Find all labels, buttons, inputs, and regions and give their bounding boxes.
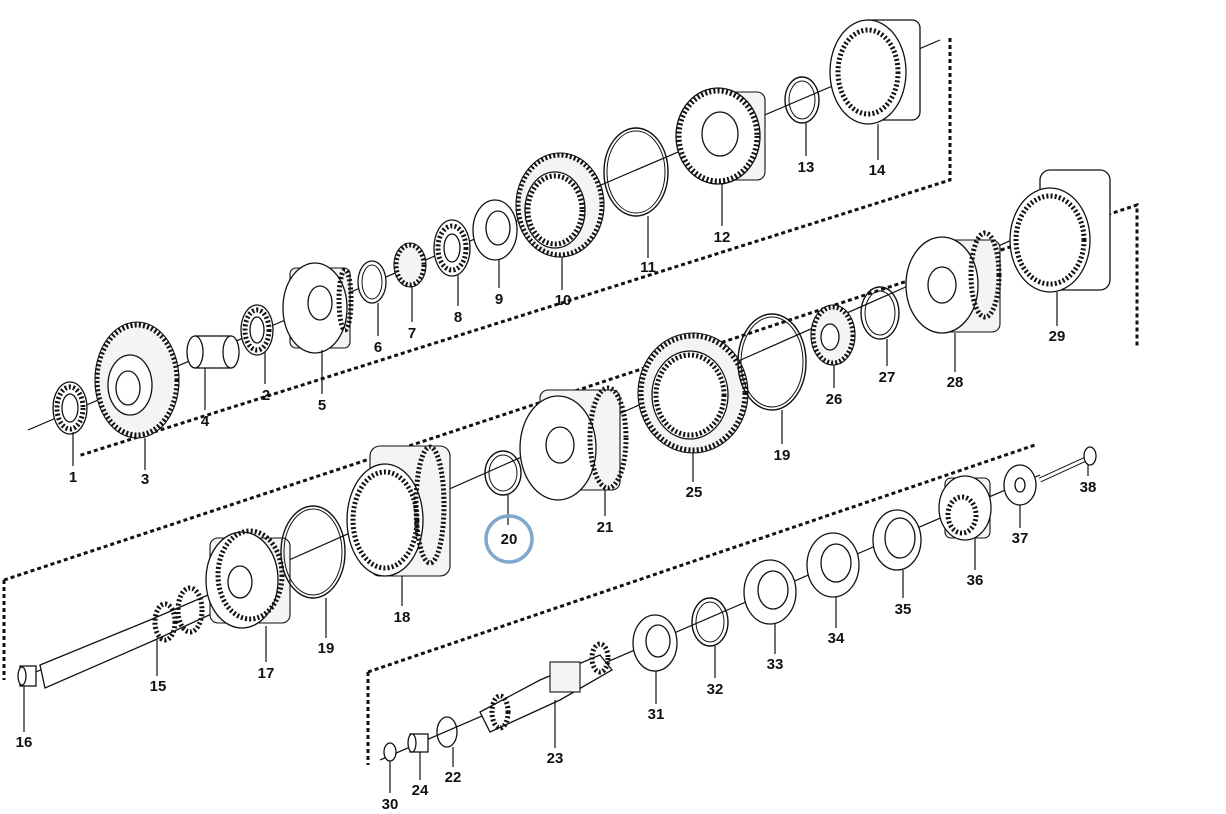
part-28-carrier bbox=[905, 230, 1002, 334]
label-6: 6 bbox=[374, 339, 382, 356]
part-22-snap-ring bbox=[436, 716, 458, 748]
part-17-carrier bbox=[205, 528, 291, 629]
label-7: 7 bbox=[408, 325, 416, 342]
label-36: 36 bbox=[967, 572, 984, 589]
part-36-flange bbox=[938, 475, 992, 541]
label-21: 21 bbox=[597, 519, 614, 536]
highlight-ring bbox=[484, 514, 534, 564]
label-5: 5 bbox=[318, 397, 326, 414]
part-7-gear bbox=[393, 242, 427, 288]
part-6-snap-ring bbox=[357, 260, 387, 304]
label-23: 23 bbox=[547, 750, 564, 767]
part-labels: 1 2 3 4 5 6 7 8 9 10 11 12 13 14 15 16 1… bbox=[16, 159, 1097, 813]
part-1-thrust-washer bbox=[52, 381, 88, 435]
label-1: 1 bbox=[69, 469, 77, 486]
label-25: 25 bbox=[686, 484, 703, 501]
part-33-bearing bbox=[743, 559, 797, 625]
label-34: 34 bbox=[828, 630, 845, 647]
label-19-left: 19 bbox=[318, 640, 335, 657]
part-4-sleeve bbox=[186, 335, 240, 369]
part-26-gear bbox=[810, 304, 856, 366]
part-21-carrier bbox=[519, 385, 629, 501]
label-2: 2 bbox=[262, 387, 270, 404]
label-18: 18 bbox=[394, 609, 411, 626]
part-3-gear bbox=[94, 321, 180, 439]
label-8: 8 bbox=[454, 309, 462, 326]
part-25-ring-gear bbox=[637, 332, 749, 454]
label-17: 17 bbox=[258, 665, 275, 682]
label-22: 22 bbox=[445, 769, 462, 786]
frame-bottom bbox=[366, 443, 1036, 765]
label-32: 32 bbox=[707, 681, 724, 698]
part-16-sleeve bbox=[17, 665, 37, 687]
part-18-drum bbox=[346, 444, 451, 577]
part-35-seal bbox=[872, 509, 922, 571]
part-37-disc bbox=[1003, 464, 1037, 506]
label-35: 35 bbox=[895, 601, 912, 618]
part-5-carrier bbox=[282, 262, 354, 354]
part-20-snap-ring bbox=[484, 450, 522, 496]
label-3: 3 bbox=[141, 471, 149, 488]
frame-middle bbox=[2, 202, 1139, 680]
leader-lines bbox=[23, 123, 1089, 793]
part-8-thrust-washer bbox=[433, 219, 471, 277]
label-38: 38 bbox=[1080, 479, 1097, 496]
label-30: 30 bbox=[382, 796, 399, 813]
part-29-drum bbox=[1009, 169, 1111, 293]
part-31-bearing bbox=[632, 614, 678, 672]
frame-top bbox=[77, 38, 952, 458]
label-20: 20 bbox=[501, 531, 518, 548]
label-9: 9 bbox=[495, 291, 503, 308]
label-11: 11 bbox=[640, 259, 656, 276]
part-23-shaft bbox=[479, 641, 613, 733]
label-37: 37 bbox=[1012, 530, 1029, 547]
part-34-bearing bbox=[806, 532, 860, 598]
part-19-snap-ring-left bbox=[280, 505, 346, 599]
part-38-bolt bbox=[1038, 446, 1097, 483]
label-4: 4 bbox=[201, 413, 210, 430]
part-2-thrust-washer bbox=[240, 304, 274, 356]
part-30-snap-ring bbox=[383, 742, 397, 762]
label-24: 24 bbox=[412, 782, 429, 799]
label-26: 26 bbox=[826, 391, 843, 408]
part-24-sleeve bbox=[407, 733, 429, 753]
label-29: 29 bbox=[1049, 328, 1066, 345]
part-27-snap-ring bbox=[860, 286, 900, 340]
label-19-right: 19 bbox=[774, 447, 791, 464]
part-11-snap-ring bbox=[603, 127, 669, 217]
part-13-snap-ring bbox=[784, 76, 820, 124]
label-14: 14 bbox=[869, 162, 886, 179]
part-32-snap-ring bbox=[691, 597, 729, 647]
part-15-shaft bbox=[39, 585, 221, 689]
label-15: 15 bbox=[150, 678, 167, 695]
part-14-drum bbox=[829, 19, 921, 125]
part-19-snap-ring-right bbox=[737, 313, 807, 411]
label-10: 10 bbox=[555, 292, 572, 309]
label-13: 13 bbox=[798, 159, 815, 176]
label-12: 12 bbox=[714, 229, 731, 246]
label-27: 27 bbox=[879, 369, 896, 386]
label-28: 28 bbox=[947, 374, 964, 391]
label-31: 31 bbox=[648, 706, 665, 723]
part-9-disc bbox=[472, 199, 518, 261]
part-12-carrier bbox=[675, 87, 766, 185]
label-16: 16 bbox=[16, 734, 33, 751]
label-33: 33 bbox=[767, 656, 784, 673]
part-10-ring-gear bbox=[515, 152, 605, 258]
